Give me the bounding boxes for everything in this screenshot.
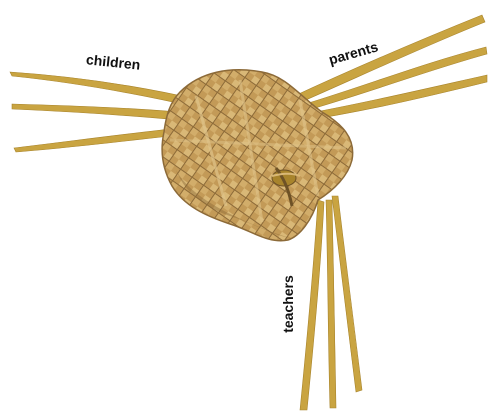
teachers-strands: [300, 196, 362, 410]
woven-body: [162, 70, 353, 241]
parents-strands: [290, 15, 487, 122]
teachers-strand-2: [326, 200, 336, 408]
teachers-strand-1: [300, 200, 324, 410]
teachers-strand-3: [332, 196, 362, 392]
label-teachers: teachers: [280, 275, 296, 333]
woven-body-shape: [162, 70, 353, 241]
